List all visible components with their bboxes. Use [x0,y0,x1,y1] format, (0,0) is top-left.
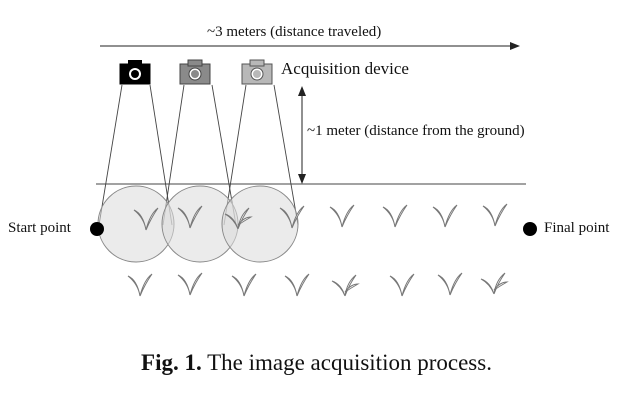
camera-icon [179,59,211,85]
camera-icon [241,59,273,85]
caption-prefix: Fig. 1. [141,350,202,375]
height-label: ~1 meter (distance from the ground) [307,123,525,139]
start-point-marker [90,222,104,236]
camera-icon [119,60,151,85]
height-arrow [298,86,306,184]
caption-text: The image acquisition process. [207,350,492,375]
distance-label: ~3 meters (distance traveled) [207,24,382,40]
footprints [97,185,299,263]
plant-row-2 [127,272,508,297]
distance-arrow [100,42,520,50]
figure-caption: Fig. 1. The image acquisition process. [0,350,633,376]
final-point-label: Final point [544,220,610,236]
device-label: Acquisition device [281,59,409,78]
final-point-marker [523,222,537,236]
start-point-label: Start point [8,220,71,236]
